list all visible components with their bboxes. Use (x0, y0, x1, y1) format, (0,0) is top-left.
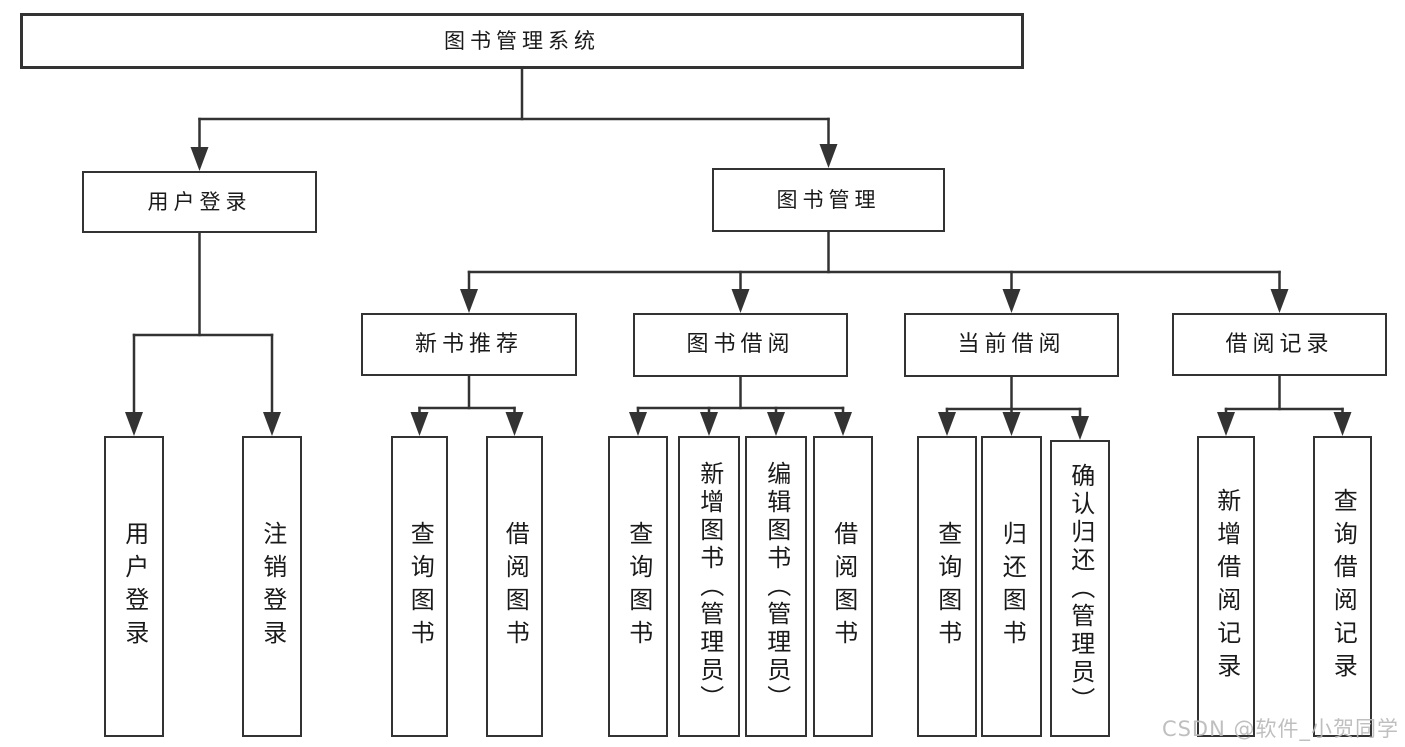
node-label: 借阅图书 (501, 520, 530, 653)
node-leaf-query-borrow-record: 查询借阅记录 (1313, 436, 1372, 737)
node-label: 新增借阅记录 (1212, 487, 1241, 686)
arrowhead-icon (1002, 289, 1021, 313)
node-label: 图书管理系统 (444, 28, 600, 53)
node-label: 图书管理 (776, 187, 881, 212)
node-leaf-add-books-admin: 新增图书（管理员） (678, 436, 740, 737)
node-label: 图书借阅 (686, 332, 795, 358)
node-label: 查询图书 (624, 520, 653, 653)
node-label: 查询借阅记录 (1329, 487, 1358, 686)
arrowhead-icon (125, 412, 143, 436)
node-label: 查询图书 (933, 520, 962, 653)
arrowhead-icon (700, 412, 718, 436)
node-leaf-borrow-books-rec: 借阅图书 (486, 436, 543, 737)
node-library-system: 图书管理系统 (20, 13, 1024, 69)
node-label: 归还图书 (998, 520, 1027, 653)
node-label: 注销登录 (258, 520, 287, 653)
arrowhead-icon (1217, 412, 1235, 436)
node-label: 当前借阅 (957, 332, 1066, 358)
arrowhead-icon (410, 412, 429, 436)
node-leaf-add-borrow-record: 新增借阅记录 (1197, 436, 1255, 737)
node-current-borrow: 当前借阅 (904, 313, 1119, 377)
node-label: 借阅记录 (1225, 331, 1334, 357)
node-borrow-records: 借阅记录 (1172, 313, 1387, 376)
watermark: CSDN @软件_小贺同学 (1161, 717, 1399, 741)
node-label: 用户登录 (147, 189, 252, 214)
arrowhead-icon (1333, 412, 1352, 436)
node-user-login: 用户登录 (82, 171, 317, 233)
node-label: 新增图书（管理员） (695, 460, 724, 713)
arrowhead-icon (629, 412, 647, 436)
node-leaf-query-books-rec: 查询图书 (391, 436, 448, 737)
arrowhead-icon (834, 412, 852, 436)
arrowhead-icon (1270, 289, 1289, 313)
node-leaf-user-login: 用户登录 (104, 436, 164, 737)
node-leaf-logout: 注销登录 (242, 436, 302, 737)
node-label: 确认归还（管理员） (1066, 462, 1095, 715)
node-label: 查询图书 (406, 520, 435, 653)
node-new-book-rec: 新书推荐 (361, 313, 577, 376)
arrowhead-icon (731, 289, 750, 313)
node-book-borrow: 图书借阅 (633, 313, 848, 377)
node-leaf-return-books: 归还图书 (981, 436, 1042, 737)
arrowhead-icon (505, 412, 524, 436)
node-leaf-query-books-borrow: 查询图书 (608, 436, 668, 737)
node-leaf-confirm-return-admin: 确认归还（管理员） (1050, 440, 1110, 737)
arrowhead-icon (767, 412, 785, 436)
arrowhead-icon (1002, 412, 1021, 436)
arrowhead-icon (938, 412, 956, 436)
node-leaf-query-books-cur: 查询图书 (917, 436, 977, 737)
node-label: 借阅图书 (829, 520, 858, 653)
arrowhead-icon (1071, 416, 1089, 440)
arrowhead-icon (460, 289, 478, 313)
arrowhead-icon (263, 412, 281, 436)
arrowhead-icon (819, 144, 838, 168)
node-label: 用户登录 (120, 520, 149, 653)
node-label: 编辑图书（管理员） (762, 460, 791, 713)
node-leaf-edit-books-admin: 编辑图书（管理员） (745, 436, 807, 737)
arrowhead-icon (190, 147, 209, 171)
node-book-mgmt: 图书管理 (712, 168, 945, 232)
node-leaf-borrow-books: 借阅图书 (813, 436, 873, 737)
node-label: 新书推荐 (414, 331, 523, 357)
